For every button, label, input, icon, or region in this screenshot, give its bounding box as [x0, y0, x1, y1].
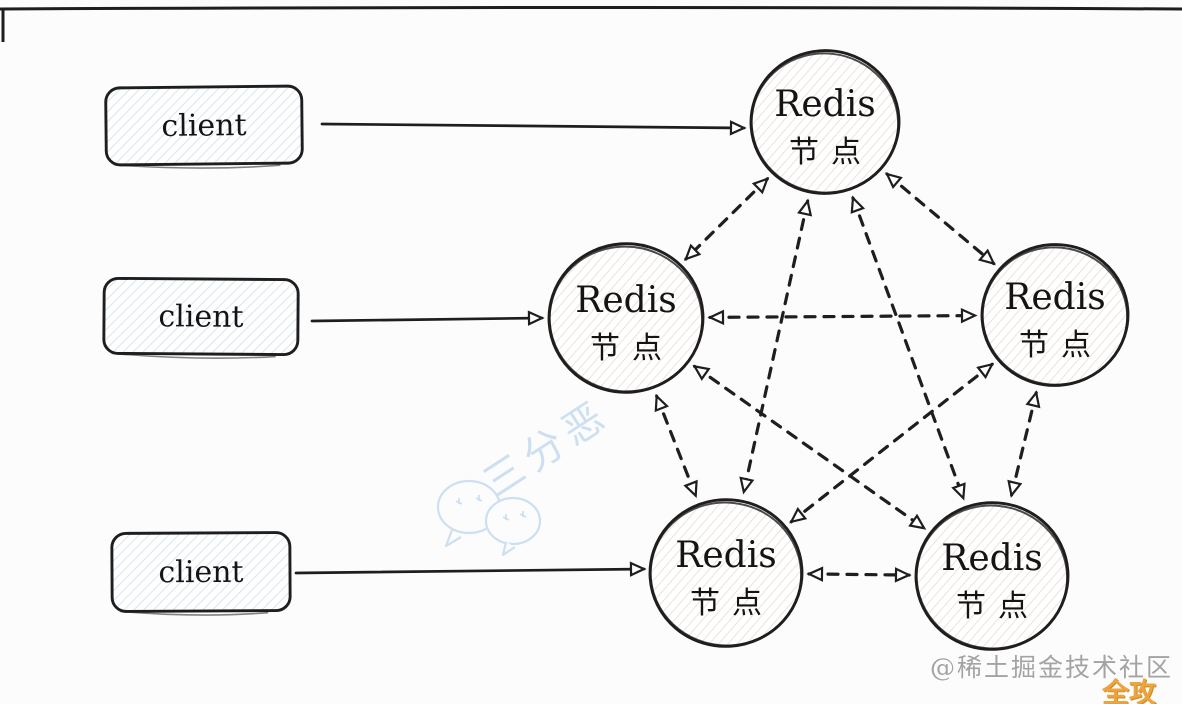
mesh-link-node-mid-right--node-bottom-left [789, 362, 995, 524]
node-label-en: Redis [774, 84, 875, 125]
node-label-en: Redis [575, 280, 676, 321]
frame-top-line [0, 6, 1182, 11]
client-label: client [161, 108, 246, 144]
node-label-en: Redis [1004, 277, 1105, 318]
node-label-zh: 节点 [1019, 328, 1103, 363]
client-box-2: client [102, 276, 300, 359]
node-label-zh: 节点 [789, 135, 873, 170]
node-mid-left: Redis 节点 [547, 242, 705, 394]
mesh-link-node-top--node-bottom-left [739, 198, 813, 495]
sketch-overstroke [548, 245, 704, 393]
sketch-overstroke [114, 164, 281, 169]
node-label-zh: 节点 [590, 331, 674, 366]
credit-text: @稀土掘金技术社区 [930, 653, 1174, 682]
mesh-link-node-mid-left--node-mid-right [707, 307, 978, 326]
node-label-en: Redis [675, 535, 776, 576]
sketch-overstroke [649, 501, 803, 647]
client-link-node-mid-left [310, 310, 545, 326]
watermark: 三分恶 [436, 391, 619, 557]
badge-text: 全攻略 [1102, 678, 1156, 704]
watermark-text: 三分恶 [475, 391, 618, 506]
mesh-link-node-mid-left--node-bottom-left [654, 393, 698, 499]
mesh-link-node-bottom-left--node-bottom-right [806, 566, 912, 583]
mesh-link-node-top--node-mid-right [885, 172, 996, 266]
node-mid-right: Redis 节点 [980, 243, 1130, 387]
client-label: client [158, 555, 243, 590]
client-box-3: client [110, 531, 292, 616]
sketch-overstroke [750, 52, 900, 194]
node-label-zh: 节点 [956, 589, 1040, 624]
sketch-overstroke [111, 352, 276, 359]
sketch-overstroke [120, 610, 269, 616]
client-box-1: client [104, 84, 304, 169]
mesh-link-node-top--node-mid-left [683, 176, 770, 261]
node-bottom-left: Redis 节点 [648, 498, 804, 648]
node-top: Redis 节点 [749, 49, 901, 195]
node-bottom-right: Redis 节点 [914, 501, 1070, 651]
mesh-link-node-mid-right--node-bottom-right [1007, 390, 1041, 498]
node-label-en: Redis [941, 538, 1042, 579]
client-label: client [158, 299, 243, 335]
wechat-icon [436, 479, 542, 557]
sketch-overstroke [915, 504, 1069, 650]
sketch-overstroke [981, 246, 1129, 386]
node-label-zh: 节点 [690, 586, 774, 621]
mesh-link-node-top--node-bottom-right [850, 195, 966, 501]
client-link-node-top [320, 120, 747, 136]
client-link-node-bottom-left [294, 561, 647, 577]
